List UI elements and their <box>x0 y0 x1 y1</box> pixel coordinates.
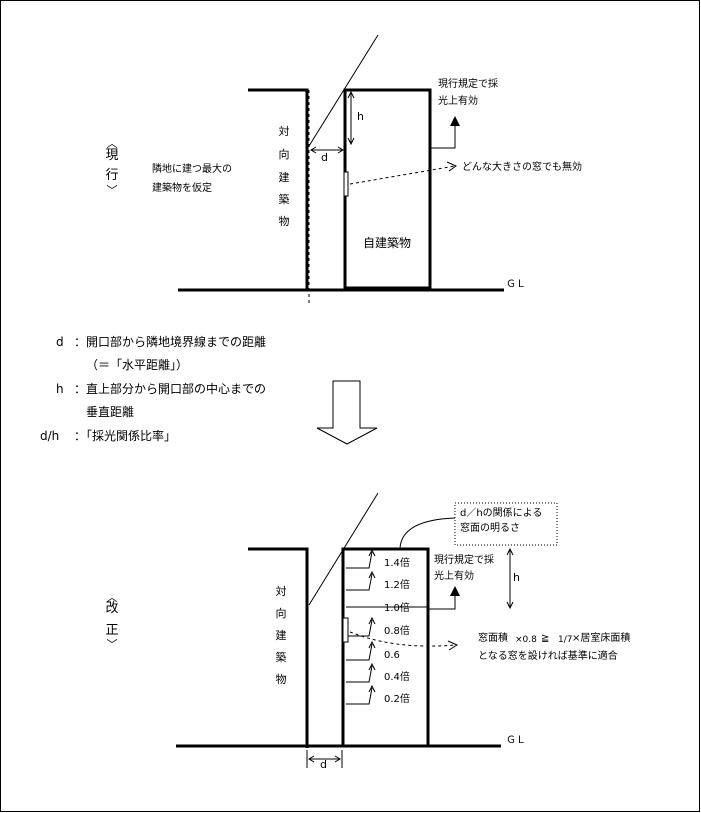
opposite-building-outline-bottom <box>248 547 309 748</box>
multiplier-leader-arrowhead <box>368 616 376 625</box>
rule-text-bottom-line1: 現行規定で採 <box>434 553 494 566</box>
bracket-bottom-open: ︿ <box>107 591 118 604</box>
h-arrow-down-bottom <box>506 601 514 610</box>
callout-line1: d／hの関係による <box>460 507 542 519</box>
multiplier-leader <box>346 643 373 661</box>
note-part-c: ≧ <box>541 633 549 644</box>
callout-line2: 窓面の明るさ <box>460 521 520 534</box>
section-label-top-char1: 現 <box>105 148 118 163</box>
multiplier-labels: 1.4倍 1.2倍 1.0倍 0.8倍 0.6 0.4倍 0.2倍 <box>384 556 410 705</box>
multiplier-label: 1.4倍 <box>384 556 410 569</box>
svg-text:物: 物 <box>279 214 290 228</box>
transition-down-arrow <box>316 380 378 445</box>
opposite-building-outline <box>248 88 309 290</box>
multiplier-leader <box>346 573 373 591</box>
d-label-bottom: d <box>320 758 327 771</box>
legend-h-text2: 垂直距離 <box>86 405 134 419</box>
legend-h-key: h <box>56 382 64 396</box>
svg-text:築: 築 <box>279 192 290 206</box>
d-arrow-right-bottom <box>334 755 341 763</box>
multiplier-leader-arrowhead <box>368 684 376 693</box>
h-arrow-down <box>347 137 355 146</box>
section-label-bottom-char1: 改 <box>105 601 118 616</box>
note-part-e: ×居室床面積 <box>572 631 630 644</box>
section-label-top-char2: 行 <box>105 168 118 183</box>
legend-h-text: ：直上部分から開口部の中心までの <box>74 381 266 396</box>
window-top <box>343 171 349 197</box>
multiplier-leader <box>346 619 373 637</box>
own-building-label: 自建築物 <box>363 235 411 250</box>
neighbor-note-line2: 建築物を仮定 <box>152 181 212 194</box>
note-line2: となる窓を設ければ基準に適合 <box>478 649 618 662</box>
multiplier-label: 0.6 <box>384 650 400 661</box>
bracket-top-open: ︿ <box>107 137 118 150</box>
d-arrow-left <box>310 146 317 154</box>
multiplier-leaders <box>346 548 428 705</box>
legend: d ：開口部から隣地境界線までの距離 （＝「水平距離」） h ：直上部分から開口… <box>40 334 266 443</box>
multiplier-leader-arrowhead <box>368 570 376 579</box>
multiplier-label: 0.2倍 <box>384 692 410 705</box>
multiplier-leader <box>346 551 373 569</box>
note-part-d: 1/7 <box>558 635 572 645</box>
svg-text:建: 建 <box>276 628 287 642</box>
callout-leader <box>399 517 456 549</box>
multiplier-label: 1.2倍 <box>384 578 410 591</box>
relation-callout-box <box>454 502 558 546</box>
rule-arrowhead-top <box>450 116 460 126</box>
opposite-building-label: 対 向 建 築 物 <box>279 124 290 228</box>
gl-label-top: ＧＬ <box>506 279 526 290</box>
multiplier-leader-arrowhead <box>368 640 376 649</box>
gl-label-bottom: ＧＬ <box>506 735 526 746</box>
rule-text-top-line1: 現行規定で採 <box>438 77 498 90</box>
legend-ratio-text: ：「採光関係比率」 <box>74 428 176 443</box>
current-rule-diagram: 現 行 ︿ ﹀ 対 向 建 築 物 隣地に建つ最大の 建築物を仮定 自建築物 Ｇ… <box>105 34 582 304</box>
window-note-arrow-bottom <box>349 631 456 647</box>
legend-d-paren: （＝「水平距離」） <box>86 358 188 372</box>
legend-d-text: ：開口部から隣地境界線までの距離 <box>74 334 266 349</box>
multiplier-label: 0.4倍 <box>384 670 410 683</box>
multiplier-label: 0.8倍 <box>384 624 410 637</box>
multiplier-leader-arrowhead <box>368 548 376 557</box>
multiplier-label: 1.0倍 <box>384 601 410 614</box>
legend-ratio-key: d/h <box>40 429 59 443</box>
rule-arrowhead-bottom <box>450 586 460 596</box>
note-part-a: 窓面積 <box>478 631 508 644</box>
svg-text:対: 対 <box>279 124 290 138</box>
rule-text-bottom-line2: 光上有効 <box>434 569 474 582</box>
h-arrow-up <box>347 90 355 99</box>
svg-text:建: 建 <box>279 170 290 184</box>
svg-text:物: 物 <box>276 672 287 686</box>
compliance-note: 窓面積 ×0.8 ≧ 1/7 ×居室床面積 となる窓を設ければ基準に適合 <box>478 631 630 662</box>
d-arrow-right <box>337 146 344 154</box>
neighbor-note-line1: 隣地に建つ最大の <box>152 162 232 175</box>
note-part-b: ×0.8 <box>515 635 537 645</box>
rule-text-top-line2: 光上有効 <box>438 94 478 107</box>
revised-rule-diagram: 改 正 ︿ ﹀ 対 向 建 築 物 ＧＬ 1.4倍 1.2倍 1.0倍 0.8倍 0.6… <box>105 492 630 771</box>
svg-text:向: 向 <box>279 147 290 161</box>
window-bottom <box>342 617 349 643</box>
h-arrow-up-bottom <box>506 547 514 556</box>
bracket-bottom-close: ﹀ <box>107 638 118 651</box>
section-label-bottom-char2: 正 <box>105 623 118 638</box>
multiplier-leader <box>346 687 373 705</box>
multiplier-leader-arrowhead <box>368 662 376 671</box>
multiplier-leader <box>346 665 373 683</box>
d-arrow-left-bottom <box>308 755 315 763</box>
opposite-building-label-bottom: 対 向 建 築 物 <box>276 584 287 686</box>
h-label-bottom: h <box>513 571 520 584</box>
h-label-top: h <box>357 110 364 123</box>
window-note-arrowhead-bottom <box>447 640 459 651</box>
legend-d-key: d <box>56 335 64 349</box>
window-note-arrowhead <box>446 161 458 172</box>
window-note-text: どんな大きさの窓でも無効 <box>462 160 582 173</box>
svg-text:築: 築 <box>276 650 287 664</box>
svg-text:対: 対 <box>276 584 287 598</box>
bracket-top-close: ﹀ <box>107 184 118 197</box>
rule-arrow-line-bottom <box>428 594 456 610</box>
svg-text:向: 向 <box>276 606 287 620</box>
rule-arrow-line-top <box>430 124 456 149</box>
d-label-top: d <box>321 151 328 164</box>
